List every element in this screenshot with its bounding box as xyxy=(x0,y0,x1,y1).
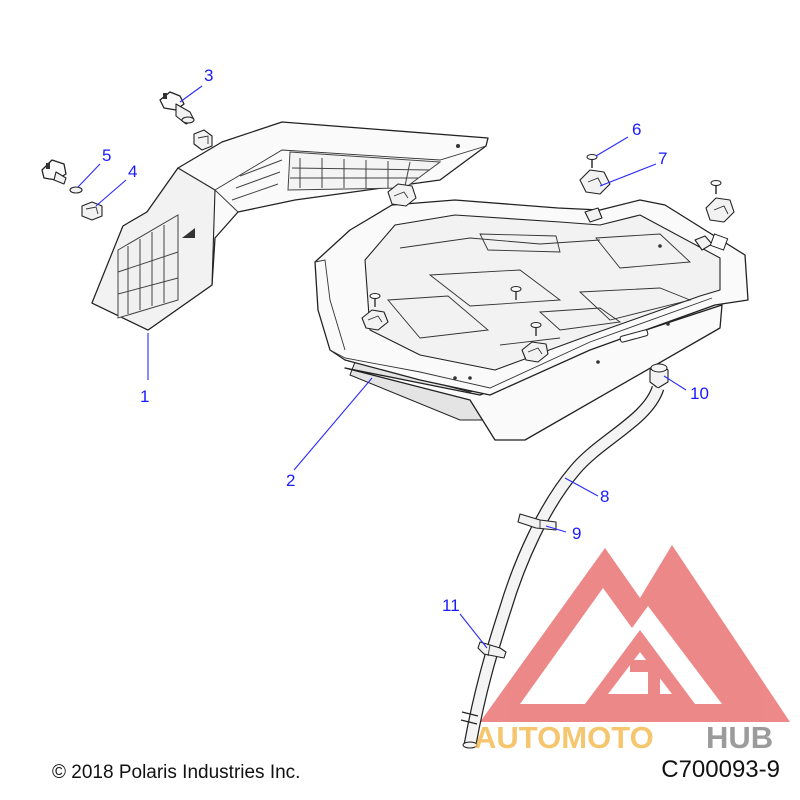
copyright-notice: © 2018 Polaris Industries Inc. xyxy=(52,762,301,783)
floor-screw xyxy=(530,322,542,336)
part-5-latch xyxy=(41,159,83,194)
figure-code: C700093-9 xyxy=(661,756,780,783)
leader-4 xyxy=(95,179,127,207)
callout-labels: 1 2 3 4 5 6 7 8 9 10 11 xyxy=(102,66,709,615)
callout-11: 11 xyxy=(442,596,460,615)
part-2-cargo-box xyxy=(314,199,749,441)
part-1-side-cover xyxy=(91,121,489,331)
callout-8: 8 xyxy=(600,487,609,506)
leader-6 xyxy=(595,136,629,157)
leader-11 xyxy=(459,613,488,649)
leader-lines xyxy=(77,85,687,649)
leader-2 xyxy=(293,377,373,471)
watermark-text: AUTOMOTO HUB xyxy=(474,720,773,755)
leader-7 xyxy=(599,163,657,187)
leader-3 xyxy=(179,85,203,103)
callout-1: 1 xyxy=(140,387,149,406)
watermark-logo xyxy=(480,545,790,722)
part-10-drain-fitting xyxy=(649,363,669,389)
callout-7: 7 xyxy=(658,149,667,168)
callout-4: 4 xyxy=(128,162,137,181)
part-4-nut xyxy=(81,201,103,221)
part-6-screw xyxy=(710,180,722,194)
floor-screw xyxy=(510,286,522,300)
callout-9: 9 xyxy=(572,524,581,543)
callout-10: 10 xyxy=(690,384,709,403)
leader-8 xyxy=(564,477,599,497)
part-7-tie-down xyxy=(387,183,417,207)
part-7-tie-down xyxy=(579,169,611,195)
callout-2: 2 xyxy=(286,471,295,490)
watermark-text-automoto: AUTOMOTO xyxy=(474,720,654,755)
floor-screw xyxy=(369,293,381,307)
leader-5 xyxy=(77,163,101,188)
part-8-hose xyxy=(460,385,665,749)
callout-5: 5 xyxy=(102,146,111,165)
part-6-screw xyxy=(586,154,598,168)
watermark-text-hub: HUB xyxy=(706,720,773,755)
callout-6: 6 xyxy=(632,120,641,139)
part-7-tie-down xyxy=(705,197,735,223)
part-3-latch xyxy=(159,91,213,151)
callout-3: 3 xyxy=(204,66,213,85)
leader-9 xyxy=(545,525,567,533)
leader-10 xyxy=(663,375,687,391)
